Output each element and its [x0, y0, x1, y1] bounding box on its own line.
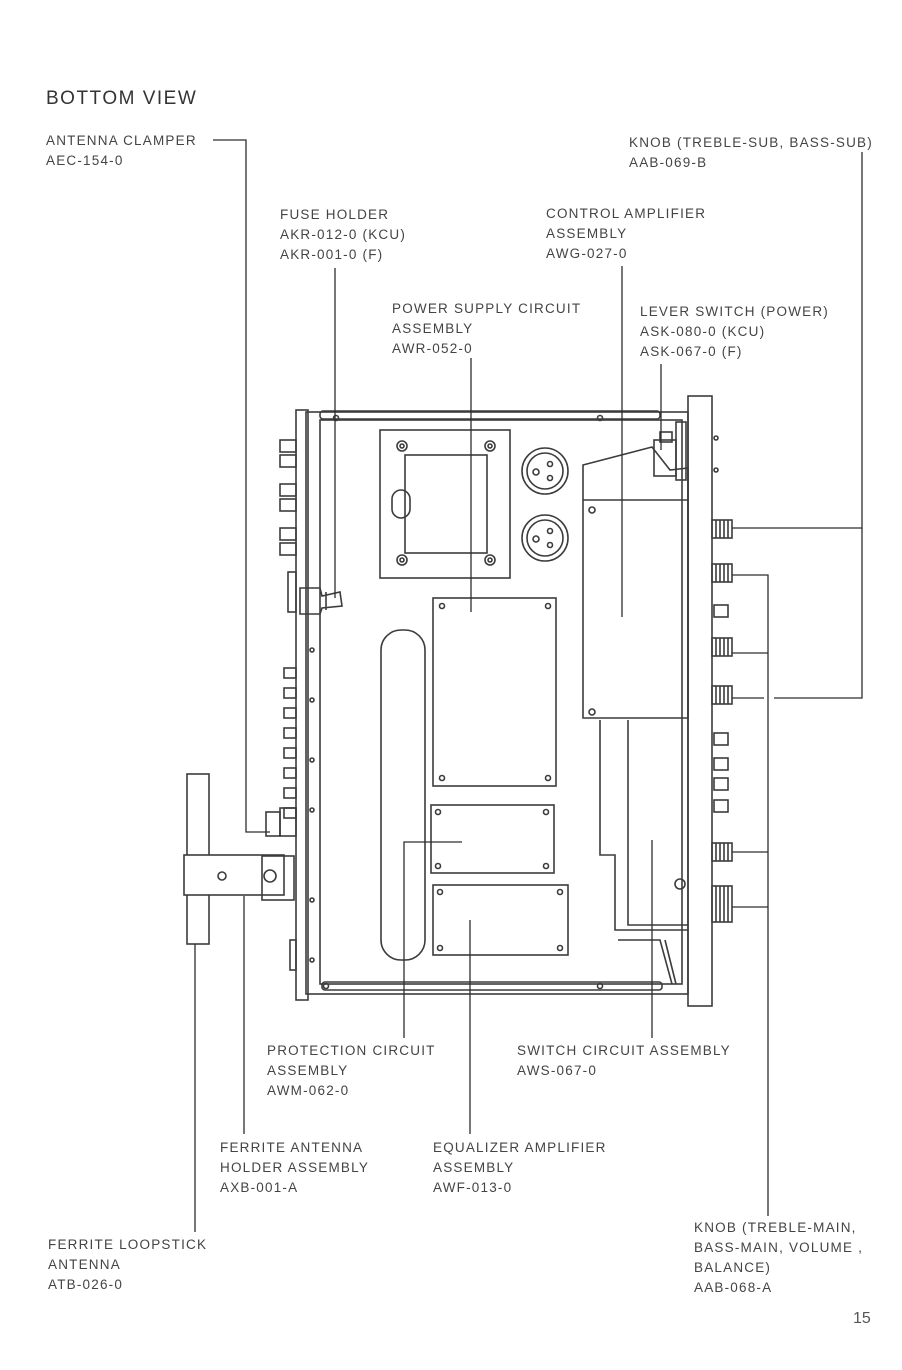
label-line: AAB-068-A [694, 1280, 773, 1295]
label-knob-main: KNOB (TREBLE-MAIN, BASS-MAIN, VOLUME , B… [694, 1218, 863, 1298]
label-line: CONTROL AMPLIFIER [546, 206, 707, 221]
label-line: ATB-026-0 [48, 1277, 124, 1292]
label-line: AWS-067-0 [517, 1063, 598, 1078]
label-line: AKR-012-0 (KCU) [280, 227, 407, 242]
label-line: PROTECTION CIRCUIT [267, 1043, 436, 1058]
label-line: HOLDER ASSEMBLY [220, 1160, 370, 1175]
power-transformer [379, 429, 511, 579]
label-line: AWR-052-0 [392, 341, 473, 356]
label-switch-circuit: SWITCH CIRCUIT ASSEMBLY AWS-067-0 [517, 1041, 731, 1081]
label-line: FUSE HOLDER [280, 207, 390, 222]
page-title: BOTTOM VIEW [46, 88, 198, 109]
label-line: POWER SUPPLY CIRCUIT [392, 301, 582, 316]
label-line: AEC-154-0 [46, 153, 124, 168]
front-panel [687, 395, 719, 1007]
front-knobs [711, 519, 733, 923]
label-line: KNOB (TREBLE-MAIN, [694, 1220, 857, 1235]
rear-panel [279, 409, 315, 1001]
label-knob-sub: KNOB (TREBLE-SUB, BASS-SUB) AAB-069-B [629, 133, 873, 173]
protection-board [430, 804, 555, 874]
ferrite-antenna [183, 773, 297, 945]
label-line: ANTENNA [48, 1257, 121, 1272]
label-ferrite-loopstick: FERRITE LOOPSTICK ANTENNA ATB-026-0 [48, 1235, 207, 1295]
label-ferrite-holder: FERRITE ANTENNA HOLDER ASSEMBLY AXB-001-… [220, 1138, 369, 1198]
label-line: ASSEMBLY [267, 1063, 349, 1078]
label-line: ANTENNA CLAMPER [46, 133, 197, 148]
label-lever-switch: LEVER SWITCH (POWER) ASK-080-0 (KCU) ASK… [640, 302, 829, 362]
switch-circuit-board [599, 720, 688, 985]
label-line: ASK-080-0 (KCU) [640, 324, 766, 339]
label-line: AWF-013-0 [433, 1180, 513, 1195]
label-antenna-clamper: ANTENNA CLAMPER AEC-154-0 [46, 131, 197, 171]
label-line: ASSEMBLY [433, 1160, 515, 1175]
lever-switch [653, 421, 687, 481]
label-line: LEVER SWITCH (POWER) [640, 304, 830, 319]
label-line: ASSEMBLY [546, 226, 628, 241]
leader-lines [194, 139, 863, 1232]
filter-capacitors [521, 447, 569, 562]
label-line: FERRITE LOOPSTICK [48, 1237, 208, 1252]
page-number: 15 [853, 1310, 871, 1327]
control-amplifier-board [582, 446, 689, 719]
label-power-supply: POWER SUPPLY CIRCUIT ASSEMBLY AWR-052-0 [392, 299, 581, 359]
label-line: BALANCE) [694, 1260, 772, 1275]
label-line: KNOB (TREBLE-SUB, BASS-SUB) [629, 135, 873, 150]
label-line: FERRITE ANTENNA [220, 1140, 364, 1155]
label-line: BASS-MAIN, VOLUME , [694, 1240, 864, 1255]
label-fuse-holder: FUSE HOLDER AKR-012-0 (KCU) AKR-001-0 (F… [280, 205, 406, 265]
label-line: SWITCH CIRCUIT ASSEMBLY [517, 1043, 731, 1058]
label-line: AWM-062-0 [267, 1083, 350, 1098]
label-line: AAB-069-B [629, 155, 708, 170]
label-line: ASK-067-0 (F) [640, 344, 743, 359]
label-equalizer-amplifier: EQUALIZER AMPLIFIER ASSEMBLY AWF-013-0 [433, 1138, 607, 1198]
power-supply-board [432, 597, 557, 787]
label-line: EQUALIZER AMPLIFIER [433, 1140, 607, 1155]
label-line: AKR-001-0 (F) [280, 247, 384, 262]
chassis-plate [305, 410, 689, 995]
label-line: AWG-027-0 [546, 246, 628, 261]
heat-sink [380, 629, 426, 961]
label-line: AXB-001-A [220, 1180, 299, 1195]
fuse-holder [299, 587, 343, 615]
label-control-amplifier: CONTROL AMPLIFIER ASSEMBLY AWG-027-0 [546, 204, 706, 264]
label-line: ASSEMBLY [392, 321, 474, 336]
equalizer-board [432, 884, 569, 956]
label-protection-circuit: PROTECTION CIRCUIT ASSEMBLY AWM-062-0 [267, 1041, 436, 1101]
